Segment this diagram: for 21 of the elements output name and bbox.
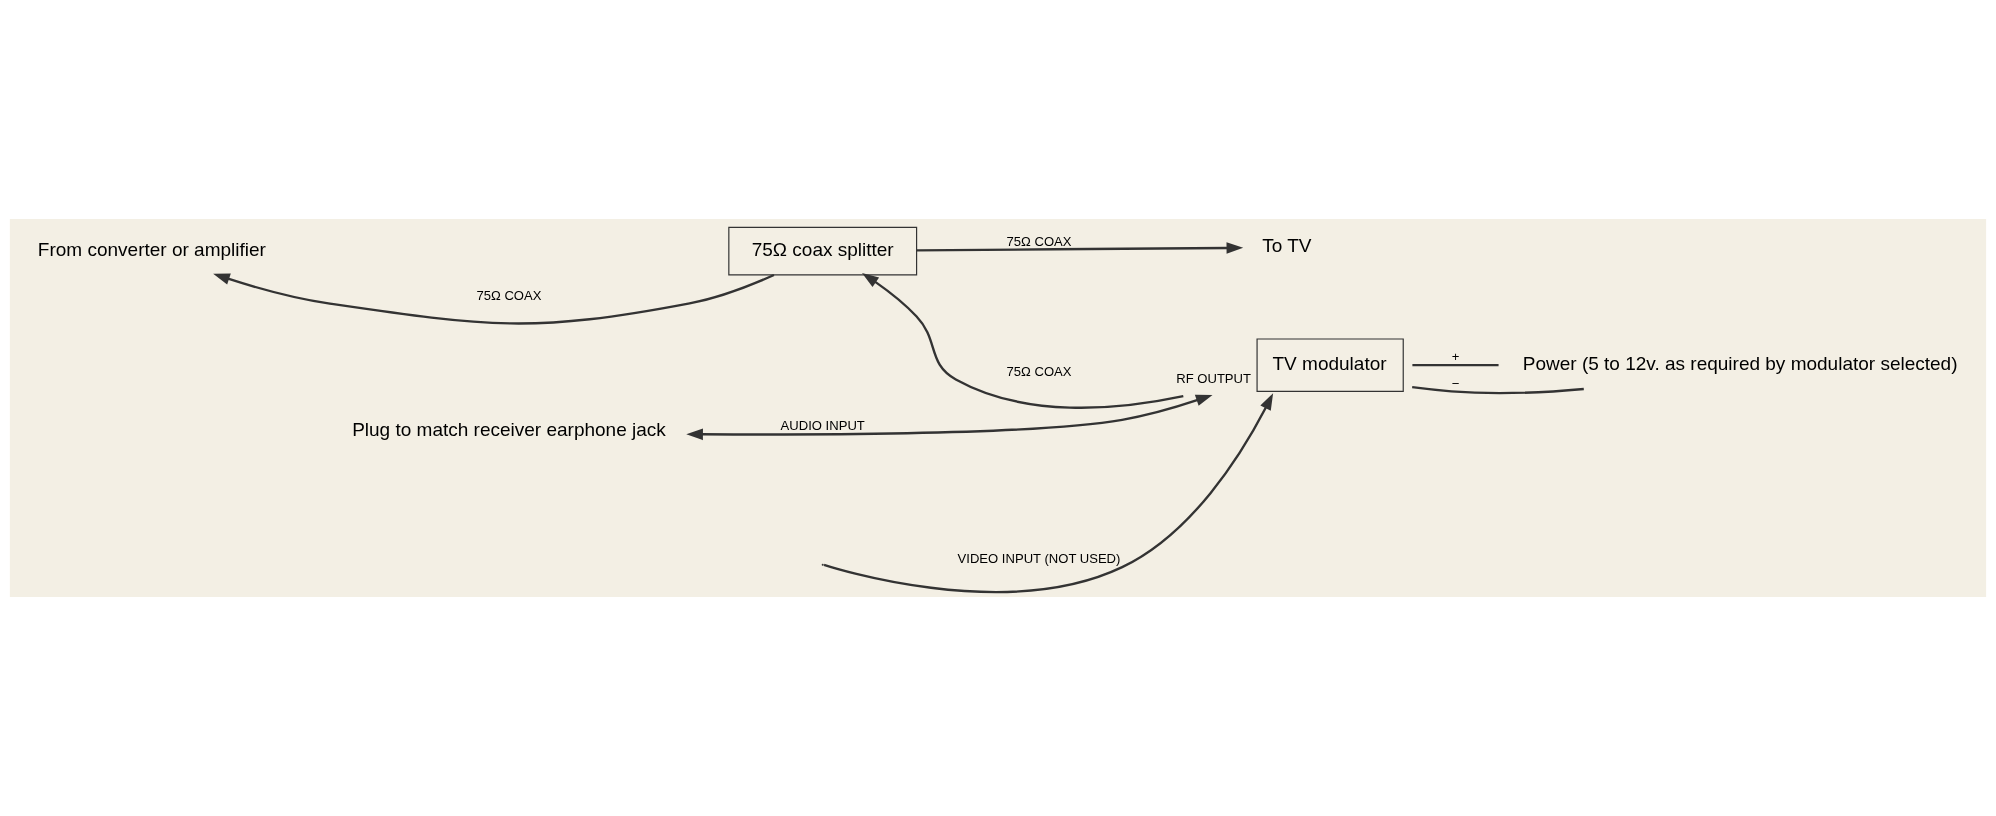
node-text: To TV	[1262, 235, 1312, 257]
edge-label: 75Ω COAX	[1006, 363, 1072, 379]
arrow	[862, 272, 1184, 409]
edge-label: AUDIO INPUT	[780, 418, 865, 434]
edge-label: −	[1451, 375, 1460, 391]
arrow	[686, 394, 1213, 441]
node-text: Plug to match receiver earphone jack	[352, 419, 666, 441]
edge-label: +	[1451, 349, 1460, 365]
node-box: TV modulator	[1256, 338, 1404, 392]
node-box: 75Ω coax splitter	[728, 226, 918, 276]
arrow	[823, 393, 1274, 594]
node-label: RF OUTPUT	[1176, 370, 1252, 386]
arrow	[916, 242, 1244, 254]
edge-label: VIDEO INPUT (NOT USED)	[957, 551, 1121, 567]
edge-label: 75Ω COAX	[476, 287, 542, 303]
node-text: From converter or amplifier	[37, 238, 266, 260]
node-text: Power (5 to 12v. as required by modulator selected)	[1522, 352, 1958, 374]
connector	[1412, 385, 1584, 395]
edge-label: 75Ω COAX	[1006, 234, 1072, 250]
arrow	[213, 273, 775, 325]
connector	[1412, 364, 1499, 367]
